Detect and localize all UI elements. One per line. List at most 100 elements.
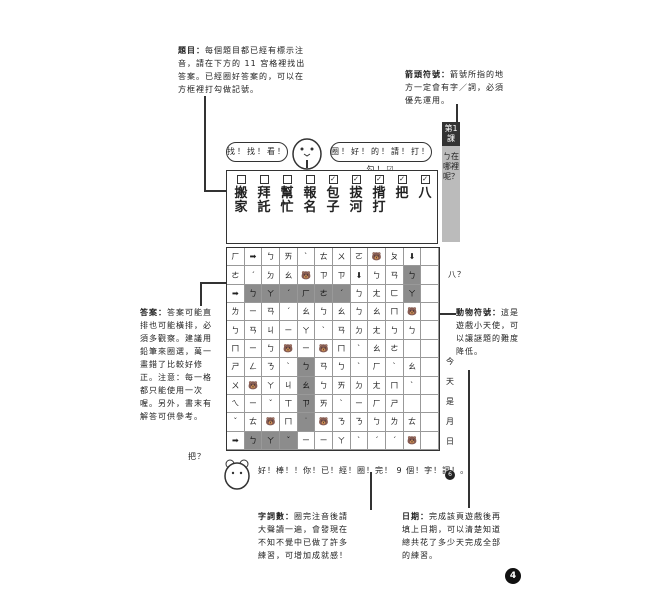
- grid-cell[interactable]: [421, 431, 439, 450]
- grid-cell[interactable]: ㄧ: [244, 339, 263, 359]
- grid-cell[interactable]: ㄢ: [385, 266, 404, 285]
- grid-cell[interactable]: ㄒ: [279, 394, 298, 414]
- grid-cell[interactable]: ㄐ: [279, 376, 298, 395]
- word-checkbox[interactable]: ✓: [420, 175, 430, 184]
- grid-cell[interactable]: ㄏ: [368, 394, 386, 414]
- grid-cell[interactable]: ˇ: [279, 431, 298, 450]
- grid-cell[interactable]: ˊ: [385, 431, 404, 450]
- grid-cell[interactable]: ㄅ: [368, 266, 386, 285]
- grid-cell[interactable]: ˋ: [332, 394, 351, 414]
- grid-cell[interactable]: [403, 339, 422, 359]
- grid-cell[interactable]: ㄤ: [368, 321, 386, 340]
- grid-cell[interactable]: ㄅ: [332, 358, 351, 377]
- grid-cell[interactable]: ㄈ: [385, 284, 404, 304]
- grid-cell[interactable]: ㄠ: [332, 303, 351, 322]
- grid-cell[interactable]: ㄠ: [403, 358, 422, 377]
- grid-cell[interactable]: [421, 248, 439, 267]
- grid-cell[interactable]: ㄅ: [297, 358, 316, 377]
- grid-cell[interactable]: ˊ: [368, 431, 386, 450]
- grid-cell[interactable]: ㄇ: [385, 303, 404, 322]
- grid-cell[interactable]: [421, 413, 439, 432]
- grid-cell[interactable]: ㄜ: [315, 284, 333, 304]
- grid-cell[interactable]: ㄅ: [227, 321, 245, 340]
- grid-cell[interactable]: ㄅ: [262, 339, 280, 359]
- grid-cell[interactable]: ㄠ: [279, 266, 298, 285]
- grid-cell[interactable]: ㄏ: [368, 358, 386, 377]
- grid-cell[interactable]: ˋ: [350, 358, 369, 377]
- grid-cell[interactable]: ➡: [227, 284, 245, 304]
- grid-cell[interactable]: ㄉ: [350, 376, 369, 395]
- grid-cell[interactable]: ㄚ: [262, 284, 280, 304]
- grid-cell[interactable]: ㄠ: [368, 303, 386, 322]
- grid-cell[interactable]: ㄨ: [227, 376, 245, 395]
- word-checkbox[interactable]: ✓: [351, 175, 361, 184]
- grid-cell[interactable]: ㄊ: [315, 248, 333, 267]
- grid-cell[interactable]: ㄥ: [244, 358, 263, 377]
- grid-cell[interactable]: ㄇ: [332, 339, 351, 359]
- grid-cell[interactable]: ㄠ: [297, 303, 316, 322]
- grid-cell[interactable]: [421, 284, 439, 304]
- grid-cell[interactable]: ㄞ: [279, 248, 298, 267]
- grid-cell[interactable]: ㄅ: [262, 248, 280, 267]
- grid-cell[interactable]: [421, 394, 439, 414]
- grid-cell[interactable]: ㄌ: [227, 303, 245, 322]
- grid-cell[interactable]: ˊ: [279, 284, 298, 304]
- grid-cell[interactable]: ㄉ: [262, 266, 280, 285]
- grid-cell[interactable]: ➡: [227, 431, 245, 450]
- grid-cell[interactable]: ˊ: [279, 303, 298, 322]
- grid-cell[interactable]: ㄧ: [350, 394, 369, 414]
- grid-cell[interactable]: ㄅ: [368, 413, 386, 432]
- grid-cell[interactable]: ㄞ: [315, 394, 333, 414]
- grid-cell[interactable]: ㄜ: [385, 339, 404, 359]
- grid-cell[interactable]: 🐻: [297, 266, 316, 285]
- grid-cell[interactable]: 🐻: [279, 339, 298, 359]
- grid-cell[interactable]: ㄜ: [227, 266, 245, 285]
- grid-cell[interactable]: ˋ: [350, 339, 369, 359]
- grid-cell[interactable]: 🐻: [315, 413, 333, 432]
- word-checkbox[interactable]: [259, 175, 269, 184]
- grid-cell[interactable]: ㄅ: [350, 284, 369, 304]
- grid-cell[interactable]: [421, 376, 439, 395]
- grid-cell[interactable]: ㄗ: [297, 394, 316, 414]
- grid-cell[interactable]: ㄅ: [350, 303, 369, 322]
- grid-cell[interactable]: [421, 266, 439, 285]
- grid-cell[interactable]: ㄅ: [403, 321, 422, 340]
- grid-cell[interactable]: ㄌ: [385, 413, 404, 432]
- grid-cell[interactable]: 🐻: [262, 413, 280, 432]
- grid-cell[interactable]: ㄐ: [262, 321, 280, 340]
- grid-cell[interactable]: ㄇ: [279, 413, 298, 432]
- grid-cell[interactable]: ˋ: [315, 321, 333, 340]
- grid-cell[interactable]: 🐻: [368, 248, 386, 267]
- grid-cell[interactable]: ⬇: [403, 248, 422, 267]
- grid-cell[interactable]: 🐻: [403, 431, 422, 450]
- grid-cell[interactable]: ˋ: [279, 358, 298, 377]
- grid-cell[interactable]: ㄧ: [244, 303, 263, 322]
- grid-cell[interactable]: ˋ: [297, 248, 316, 267]
- grid-cell[interactable]: ㄚ: [332, 431, 351, 450]
- grid-cell[interactable]: ㄏ: [227, 248, 245, 267]
- grid-cell[interactable]: ˊ: [244, 266, 263, 285]
- grid-cell[interactable]: ㄚ: [262, 376, 280, 395]
- grid-cell[interactable]: ➡: [244, 248, 263, 267]
- grid-cell[interactable]: ㄋ: [350, 413, 369, 432]
- grid-cell[interactable]: ㄧ: [244, 394, 263, 414]
- grid-cell[interactable]: ㄠ: [297, 376, 316, 395]
- word-checkbox[interactable]: [236, 175, 246, 184]
- grid-cell[interactable]: ㄉ: [350, 321, 369, 340]
- grid-cell[interactable]: ㄠ: [368, 339, 386, 359]
- grid-cell[interactable]: ˇ: [227, 413, 245, 432]
- grid-cell[interactable]: ㄢ: [244, 321, 263, 340]
- grid-cell[interactable]: ⬇: [350, 266, 369, 285]
- grid-cell[interactable]: ˙: [297, 413, 316, 432]
- grid-cell[interactable]: ㄗ: [332, 266, 351, 285]
- grid-cell[interactable]: 🐻: [244, 376, 263, 395]
- word-checkbox[interactable]: ✓: [374, 175, 384, 184]
- grid-cell[interactable]: 🐻: [315, 339, 333, 359]
- grid-cell[interactable]: ㄅ: [385, 321, 404, 340]
- grid-cell[interactable]: ㄅ: [315, 303, 333, 322]
- grid-cell[interactable]: ㄅ: [403, 266, 422, 285]
- grid-cell[interactable]: ㄋ: [332, 413, 351, 432]
- grid-cell[interactable]: [421, 303, 439, 322]
- grid-cell[interactable]: ㄅ: [244, 431, 263, 450]
- grid-cell[interactable]: [421, 321, 439, 340]
